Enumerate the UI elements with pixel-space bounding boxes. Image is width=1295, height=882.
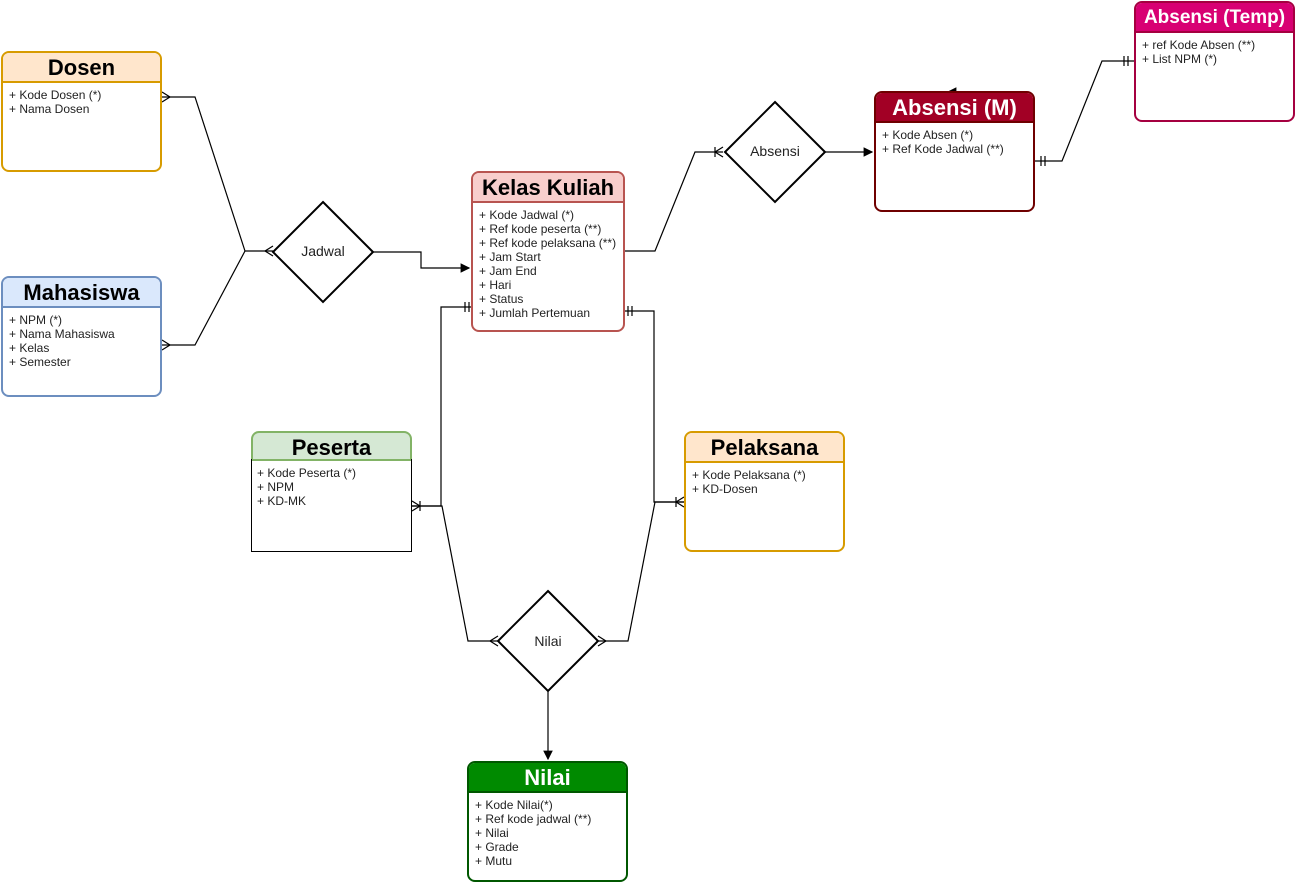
attribute: + List NPM (*) [1142,52,1218,66]
attribute: + NPM (*) [9,313,63,327]
attribute-list: + Kode Nilai(*) + Ref kode jadwal (**) +… [469,793,626,868]
entity-title: Absensi (M) [876,93,1033,123]
attribute: + Nama Dosen [9,102,90,116]
attribute: + Ref kode jadwal (**) [475,812,592,826]
attribute: + KD-MK [257,494,307,508]
jadwal-relationship-label: Jadwal [301,243,345,259]
entity-absensi-temp[interactable]: Absensi (Temp) + ref Kode Absen (**) + L… [1134,1,1295,122]
absensi-relationship-diamond [723,100,827,204]
edge-kelas-pelaksana [625,310,684,503]
attribute: + Status [479,292,524,306]
entity-title: Mahasiswa [3,278,160,308]
attribute: + Kelas [9,341,50,355]
entity-title: Peserta [251,431,412,461]
attribute: + Ref kode peserta (**) [479,222,602,236]
attribute: + Kode Nilai(*) [475,798,553,812]
entity-nilai[interactable]: Nilai + Kode Nilai(*) + Ref kode jadwal … [467,761,628,882]
attribute: + Nama Mahasiswa [9,327,115,341]
attribute: + KD-Dosen [692,482,758,496]
attribute: + Kode Pelaksana (*) [692,468,806,482]
attribute: + Kode Peserta (*) [257,466,357,480]
attribute: + Jumlah Pertemuan [479,306,591,320]
entity-mahasiswa[interactable]: Mahasiswa + NPM (*) + Nama Mahasiswa + K… [1,276,162,397]
attribute-list: + Kode Peserta (*) + NPM + KD-MK [251,461,412,508]
edge-mahasiswa-jadwal [162,250,246,346]
jadwal-relationship-diamond [271,200,375,304]
edge-absm-abst [1035,60,1134,162]
attribute-list: + Kode Pelaksana (*) + KD-Dosen [686,463,843,496]
attribute: + Semester [9,355,71,369]
entity-dosen[interactable]: Dosen + Kode Dosen (*) + Nama Dosen [1,51,162,172]
attribute: + Ref kode pelaksana (**) [479,236,617,250]
edge-jadwal-kelas [373,251,471,273]
attribute: + Mutu [475,854,513,868]
attribute: + ref Kode Absen (**) [1142,38,1256,52]
entity-pelaksana[interactable]: Pelaksana + Kode Pelaksana (*) + KD-Dose… [684,431,845,552]
attribute: + Kode Dosen (*) [9,88,102,102]
attribute: + Nilai [475,826,509,840]
attribute: + Kode Jadwal (*) [479,208,575,222]
entity-absensi-m[interactable]: Absensi (M) + Kode Absen (*) + Ref Kode … [874,91,1035,212]
entity-title: Absensi (Temp) [1136,3,1293,33]
edge-kelas-peserta [412,306,471,507]
edge-peserta-nilai [412,505,498,642]
absensi-relationship-label: Absensi [750,143,800,159]
attribute: + Jam Start [479,250,541,264]
attribute-list: + NPM (*) + Nama Mahasiswa + Kelas + Sem… [3,308,160,369]
attribute-list: + Kode Absen (*) + Ref Kode Jadwal (**) [876,123,1033,156]
entity-kelas-kuliah[interactable]: Kelas Kuliah + Kode Jadwal (*) + Ref kod… [471,171,625,332]
edge-kelas-absensi [625,151,723,252]
attribute: + NPM [257,480,295,494]
attribute-list: + ref Kode Absen (**) + List NPM (*) [1136,33,1293,66]
attribute: + Grade [475,840,519,854]
attribute-list: + Kode Dosen (*) + Nama Dosen [3,83,160,116]
attribute: + Hari [479,278,512,292]
attribute: + Jam End [479,264,537,278]
nilai-relationship-label: Nilai [534,633,562,649]
entity-peserta[interactable]: Peserta + Kode Peserta (*) + NPM + KD-MK [251,431,412,552]
attribute-list: + Kode Jadwal (*) + Ref kode peserta (**… [473,203,623,320]
nilai-relationship-diamond [496,589,600,693]
entity-title: Pelaksana [686,433,843,463]
entity-title: Dosen [3,53,160,83]
entity-frame [251,459,412,552]
entity-title: Kelas Kuliah [473,173,623,203]
edge-dosen-jadwal [162,96,273,252]
entity-title: Nilai [469,763,626,793]
attribute: + Ref Kode Jadwal (**) [882,142,1004,156]
edge-pelaksana-nilai [598,501,684,642]
attribute: + Kode Absen (*) [882,128,974,142]
